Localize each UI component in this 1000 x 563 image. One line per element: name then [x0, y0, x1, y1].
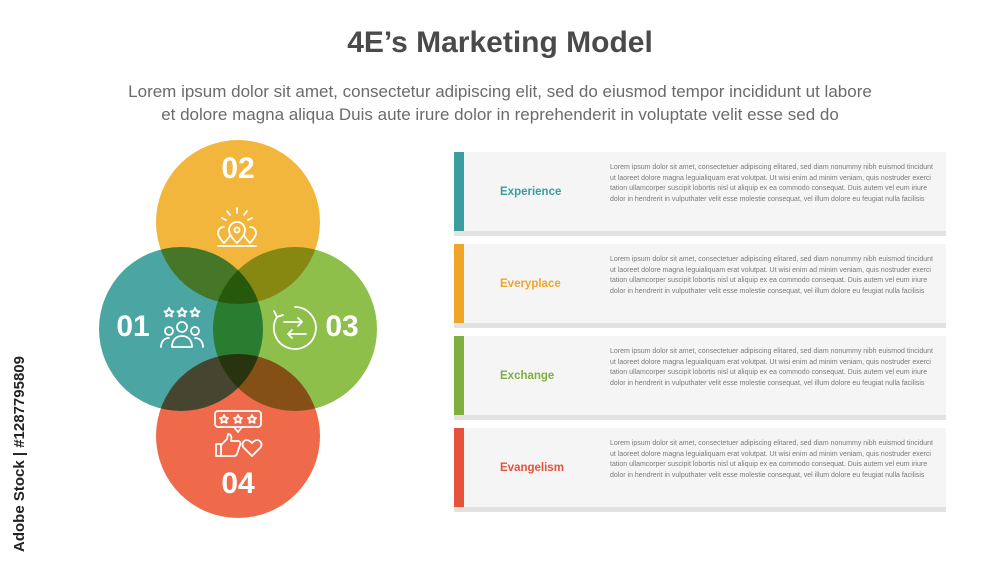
card-accent-bar — [454, 152, 464, 231]
card-description: Lorem ipsum dolor sit amet, consectetuer… — [610, 256, 933, 295]
card-accent-bar — [454, 428, 464, 507]
card-accent-bar — [454, 244, 464, 323]
card-everyplace: Everyplace Lorem ipsum dolor sit amet, c… — [454, 244, 946, 328]
card-label: Experience — [500, 185, 562, 198]
circle-02-number: 02 — [221, 152, 255, 185]
card-experience: Experience Lorem ipsum dolor sit amet, c… — [454, 152, 946, 236]
subtitle-line-1: Lorem ipsum dolor sit amet, consectetur … — [128, 82, 872, 101]
card-evangelism: Evangelism Lorem ipsum dolor sit amet, c… — [454, 428, 946, 512]
card-label: Evangelism — [500, 461, 564, 474]
subtitle-line-2: et dolore magna aliqua Duis aute irure d… — [161, 105, 839, 124]
card-description: Lorem ipsum dolor sit amet, consectetuer… — [610, 164, 933, 203]
page-title: 4E’s Marketing Model — [347, 26, 653, 59]
stock-watermark: Adobe Stock | #1287795809 — [11, 356, 28, 552]
page-subtitle: Lorem ipsum dolor sit amet, consectetur … — [0, 80, 1000, 126]
review-like-heart-icon — [214, 410, 263, 457]
card-accent-bar — [454, 336, 464, 415]
circle-04-number: 04 — [221, 467, 255, 500]
card-exchange: Exchange Lorem ipsum dolor sit amet, con… — [454, 336, 946, 420]
card-description: Lorem ipsum dolor sit amet, consectetuer… — [610, 440, 933, 479]
exchange-arrows-icon — [272, 306, 317, 350]
venn-diagram: 02 01 03 04 — [96, 140, 380, 520]
card-label: Everyplace — [500, 277, 561, 290]
people-rating-icon — [160, 307, 204, 348]
card-description: Lorem ipsum dolor sit amet, consectetuer… — [610, 348, 933, 387]
circle-03-number: 03 — [325, 310, 359, 343]
location-pins-icon — [217, 207, 257, 247]
card-label: Exchange — [500, 369, 555, 382]
circle-04 — [156, 354, 320, 518]
circle-01-number: 01 — [116, 310, 150, 343]
